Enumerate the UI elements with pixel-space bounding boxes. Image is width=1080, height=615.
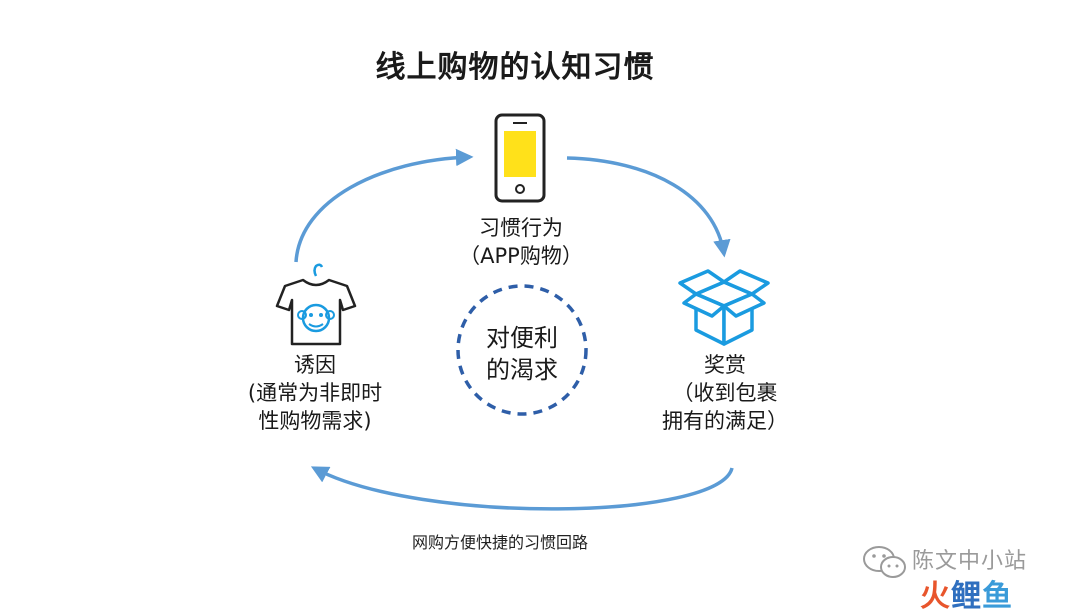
node-trigger-line: 诱因 <box>294 353 336 377</box>
node-reward-line: 拥有的满足） <box>662 409 788 433</box>
node-reward-label: 奖赏 （收到包裹 拥有的满足） <box>640 351 810 435</box>
loop-caption: 网购方便快捷的习惯回路 <box>411 533 588 552</box>
watermark-logo-char: 鲤 <box>951 579 982 614</box>
page-title: 线上购物的认知习惯 <box>375 50 655 85</box>
node-habit-line: （APP购物） <box>459 244 583 268</box>
watermark-logo-char: 火 <box>920 579 951 614</box>
wechat-icon <box>863 546 906 578</box>
watermark-logo-char: 鱼 <box>982 579 1013 614</box>
node-reward-line: 奖赏 <box>704 353 746 377</box>
center-label: 对便利 的渴求 <box>459 322 585 386</box>
node-habit-label: 习惯行为 （APP购物） <box>436 214 606 270</box>
arrow-habit-to-reward <box>566 156 731 258</box>
node-habit-line: 习惯行为 <box>479 216 563 240</box>
center-line: 对便利 <box>486 324 558 352</box>
center-line: 的渴求 <box>486 356 558 384</box>
watermark-account-name: 陈文中小站 <box>912 549 1028 574</box>
phone-icon <box>494 113 546 203</box>
center-dashed-circle <box>456 284 588 416</box>
node-reward-line: （收到包裹 <box>672 381 778 405</box>
box-icon <box>678 269 770 346</box>
arrow-trigger-to-habit <box>294 148 474 263</box>
tshirt-icon <box>275 263 357 346</box>
watermark: 陈文中小站 火鲤鱼 <box>862 543 1072 614</box>
node-trigger-label: 诱因 (通常为非即时 性购物需求) <box>230 351 400 435</box>
node-trigger-line: 性购物需求) <box>258 409 372 433</box>
watermark-logo-text: 火鲤鱼 <box>920 571 1013 615</box>
arrow-reward-to-trigger <box>310 466 734 511</box>
node-trigger-line: (通常为非即时 <box>247 381 383 405</box>
